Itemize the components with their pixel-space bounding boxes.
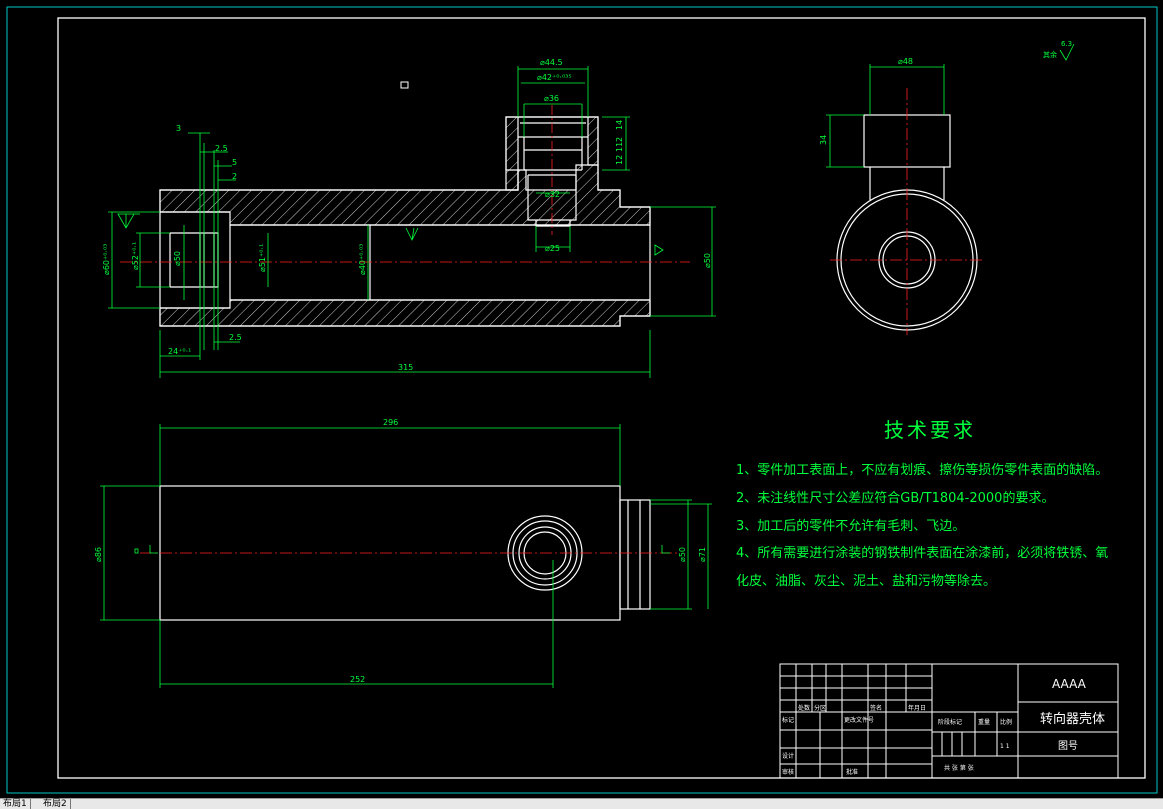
dim-len315: 315 xyxy=(398,363,413,372)
tab-layout-2[interactable]: 布局2 xyxy=(40,799,71,809)
part-name: 转向器壳体 xyxy=(1040,711,1105,727)
tech-req-item-2: 2、未注线性尺寸公差应符合GB/T1804-2000的要求。 xyxy=(736,491,1055,506)
dim-d60: ⌀60⁺⁰·⁰³ xyxy=(102,244,111,275)
tech-req-title: 技术要求 xyxy=(884,418,976,442)
tb-c6: 年月日 xyxy=(908,704,926,712)
tb-c3: 分区 xyxy=(814,704,826,712)
dim-side-d48: ⌀48 xyxy=(898,57,913,66)
dim-h12: 12 xyxy=(615,155,624,165)
dim-side-h34: 34 xyxy=(819,135,828,145)
dim-w2-5a: 2.5 xyxy=(215,144,228,153)
dim-d44-5: ⌀44.5 xyxy=(540,58,563,67)
tb-s3: 比例 xyxy=(1000,718,1012,726)
dim-h2: 2 xyxy=(615,137,624,142)
dim-top-len296: 296 xyxy=(383,418,398,427)
drawing-number: 图号 xyxy=(1058,740,1078,752)
dim-d52: ⌀52⁺⁰·¹ xyxy=(131,242,140,270)
tb-s1: 阶段标记 xyxy=(938,718,962,726)
front-dimension-lines xyxy=(108,66,716,378)
tech-req-item-3: 3、加工后的零件不允许有毛刺、飞边。 xyxy=(736,519,966,534)
dim-d50r: ⌀50 xyxy=(703,253,712,268)
tech-req-item-5: 化皮、油脂、灰尘、泥土、盐和污物等除去。 xyxy=(736,574,997,589)
inner-border xyxy=(57,17,1146,779)
dim-w24: 24⁺⁰·¹ xyxy=(168,347,191,356)
small-square xyxy=(400,81,409,89)
tb-r5: 批准 xyxy=(846,768,858,776)
dim-w2-5b: 2.5 xyxy=(229,333,242,342)
roughness-symbol xyxy=(1059,43,1075,61)
tb-s4: 共 张 第 张 xyxy=(944,764,974,772)
dim-d25: ⌀25 xyxy=(545,244,560,253)
tb-c2: 处数 xyxy=(798,704,810,712)
title-block-small-texts: 标记 处数 分区 更改文件号 签名 年月日 设计 审核 批准 阶段标记 重量 比… xyxy=(782,704,1012,776)
layout-tabs: 布局1 布局2 xyxy=(0,798,1163,809)
front-view xyxy=(159,116,651,327)
dim-top-d86: ⌀86 xyxy=(94,547,103,562)
dim-d40: ⌀40⁺⁰·⁰³ xyxy=(358,244,367,275)
dim-d51: ⌀51⁺⁰·¹ xyxy=(258,244,267,272)
front-dimension-texts: ⌀44.5 ⌀42⁺⁰·⁰³⁵ ⌀36 14 2 11 12 ⌀32 ⌀25 3… xyxy=(102,58,712,372)
dim-d36: ⌀36 xyxy=(544,94,559,103)
dim-h14: 14 xyxy=(615,120,624,130)
dim-d42: ⌀42⁺⁰·⁰³⁵ xyxy=(537,73,572,82)
top-dims xyxy=(100,424,712,688)
side-centerlines xyxy=(830,88,985,335)
dim-top-d50: ⌀50 xyxy=(678,547,687,562)
tb-s2: 重量 xyxy=(978,718,990,726)
dim-d32: ⌀32 xyxy=(545,190,560,199)
tb-c4: 更改文件号 xyxy=(844,716,874,724)
tab-layout-1[interactable]: 布局1 xyxy=(0,799,31,809)
roughness-value: 6.3 xyxy=(1061,40,1072,48)
tb-s5: 1 1 xyxy=(1000,743,1010,750)
tb-c5: 签名 xyxy=(870,704,882,712)
side-dims xyxy=(826,64,945,168)
dim-w5: 5 xyxy=(232,158,237,167)
title-block xyxy=(779,663,1119,779)
outer-border xyxy=(6,6,1158,794)
front-hatch-bottom xyxy=(159,299,651,327)
dim-d50: ⌀50 xyxy=(173,251,182,266)
roughness-label: 其余 xyxy=(1043,50,1057,59)
dim-top-len252: 252 xyxy=(350,675,365,684)
dim-h11: 11 xyxy=(615,142,624,152)
company-name: AAAA xyxy=(1052,677,1087,691)
tech-req-item-1: 1、零件加工表面上，不应有划痕、擦伤等损伤零件表面的缺陷。 xyxy=(736,463,1109,478)
tb-r1: 设计 xyxy=(782,752,794,760)
tech-req-item-4: 4、所有需要进行涂装的钢铁制件表面在涂漆前，必须将铁锈、氧 xyxy=(736,546,1109,561)
dim-w2: 2 xyxy=(232,172,237,181)
tb-r3: 审核 xyxy=(782,768,794,776)
tb-c1: 标记 xyxy=(782,716,794,724)
dim-top-d71: ⌀71 xyxy=(698,547,707,562)
dim-w3: 3 xyxy=(176,124,181,133)
